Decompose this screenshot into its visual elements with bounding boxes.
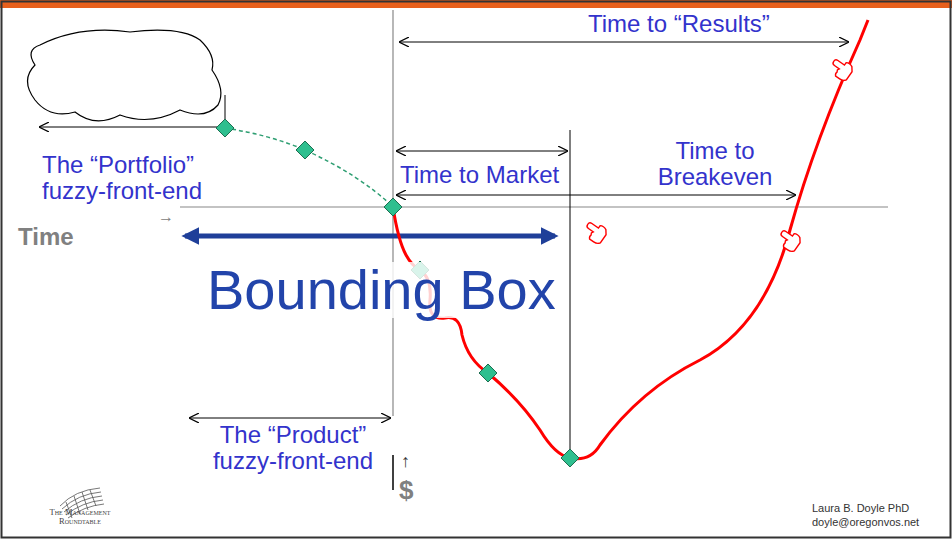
market-line: [570, 130, 571, 458]
axis-label: $: [399, 476, 413, 505]
time-axis: [180, 206, 888, 207]
cash-curve: [393, 20, 868, 459]
bounding-arrow: [185, 234, 555, 239]
product-arrow: [190, 418, 390, 419]
pointing-hand: [581, 219, 609, 246]
pointing-hand: [775, 227, 803, 254]
milestone-diamond: [479, 364, 497, 382]
idea-cloud: [28, 30, 221, 121]
portfolio-arrow: [40, 127, 224, 128]
interval-label: Time to Market: [400, 162, 559, 188]
milestone-diamond: [384, 198, 402, 216]
author-name: Laura B. Doyle PhD: [812, 502, 909, 515]
pointing-hand: [827, 56, 855, 83]
axis-arrow: ↑: [401, 452, 410, 470]
heading-label: Bounding Box: [205, 262, 558, 318]
portfolio-path: [225, 128, 393, 207]
phase-label: The “Product” fuzzy-front-end: [198, 422, 388, 475]
money-axis: [392, 455, 394, 490]
logo-text: The Management Roundtable: [44, 508, 116, 525]
results-arrow: [400, 42, 848, 43]
interval-label: Time to Breakeven: [655, 138, 775, 191]
milestone-diamond: [216, 119, 234, 137]
axis-label: Time: [18, 224, 74, 250]
pointing-hands: [581, 56, 855, 254]
milestone-diamond: [561, 449, 579, 467]
axis-arrow: →: [158, 209, 174, 225]
market-arrow: [397, 151, 567, 152]
author-email: doyle@oregonvos.net: [812, 516, 919, 529]
phase-label: The “Portfolio” fuzzy-front-end: [42, 152, 220, 205]
interval-label: Time to “Results”: [588, 11, 770, 37]
milestone-diamond: [296, 141, 314, 159]
breakeven-arrow: [397, 195, 795, 196]
